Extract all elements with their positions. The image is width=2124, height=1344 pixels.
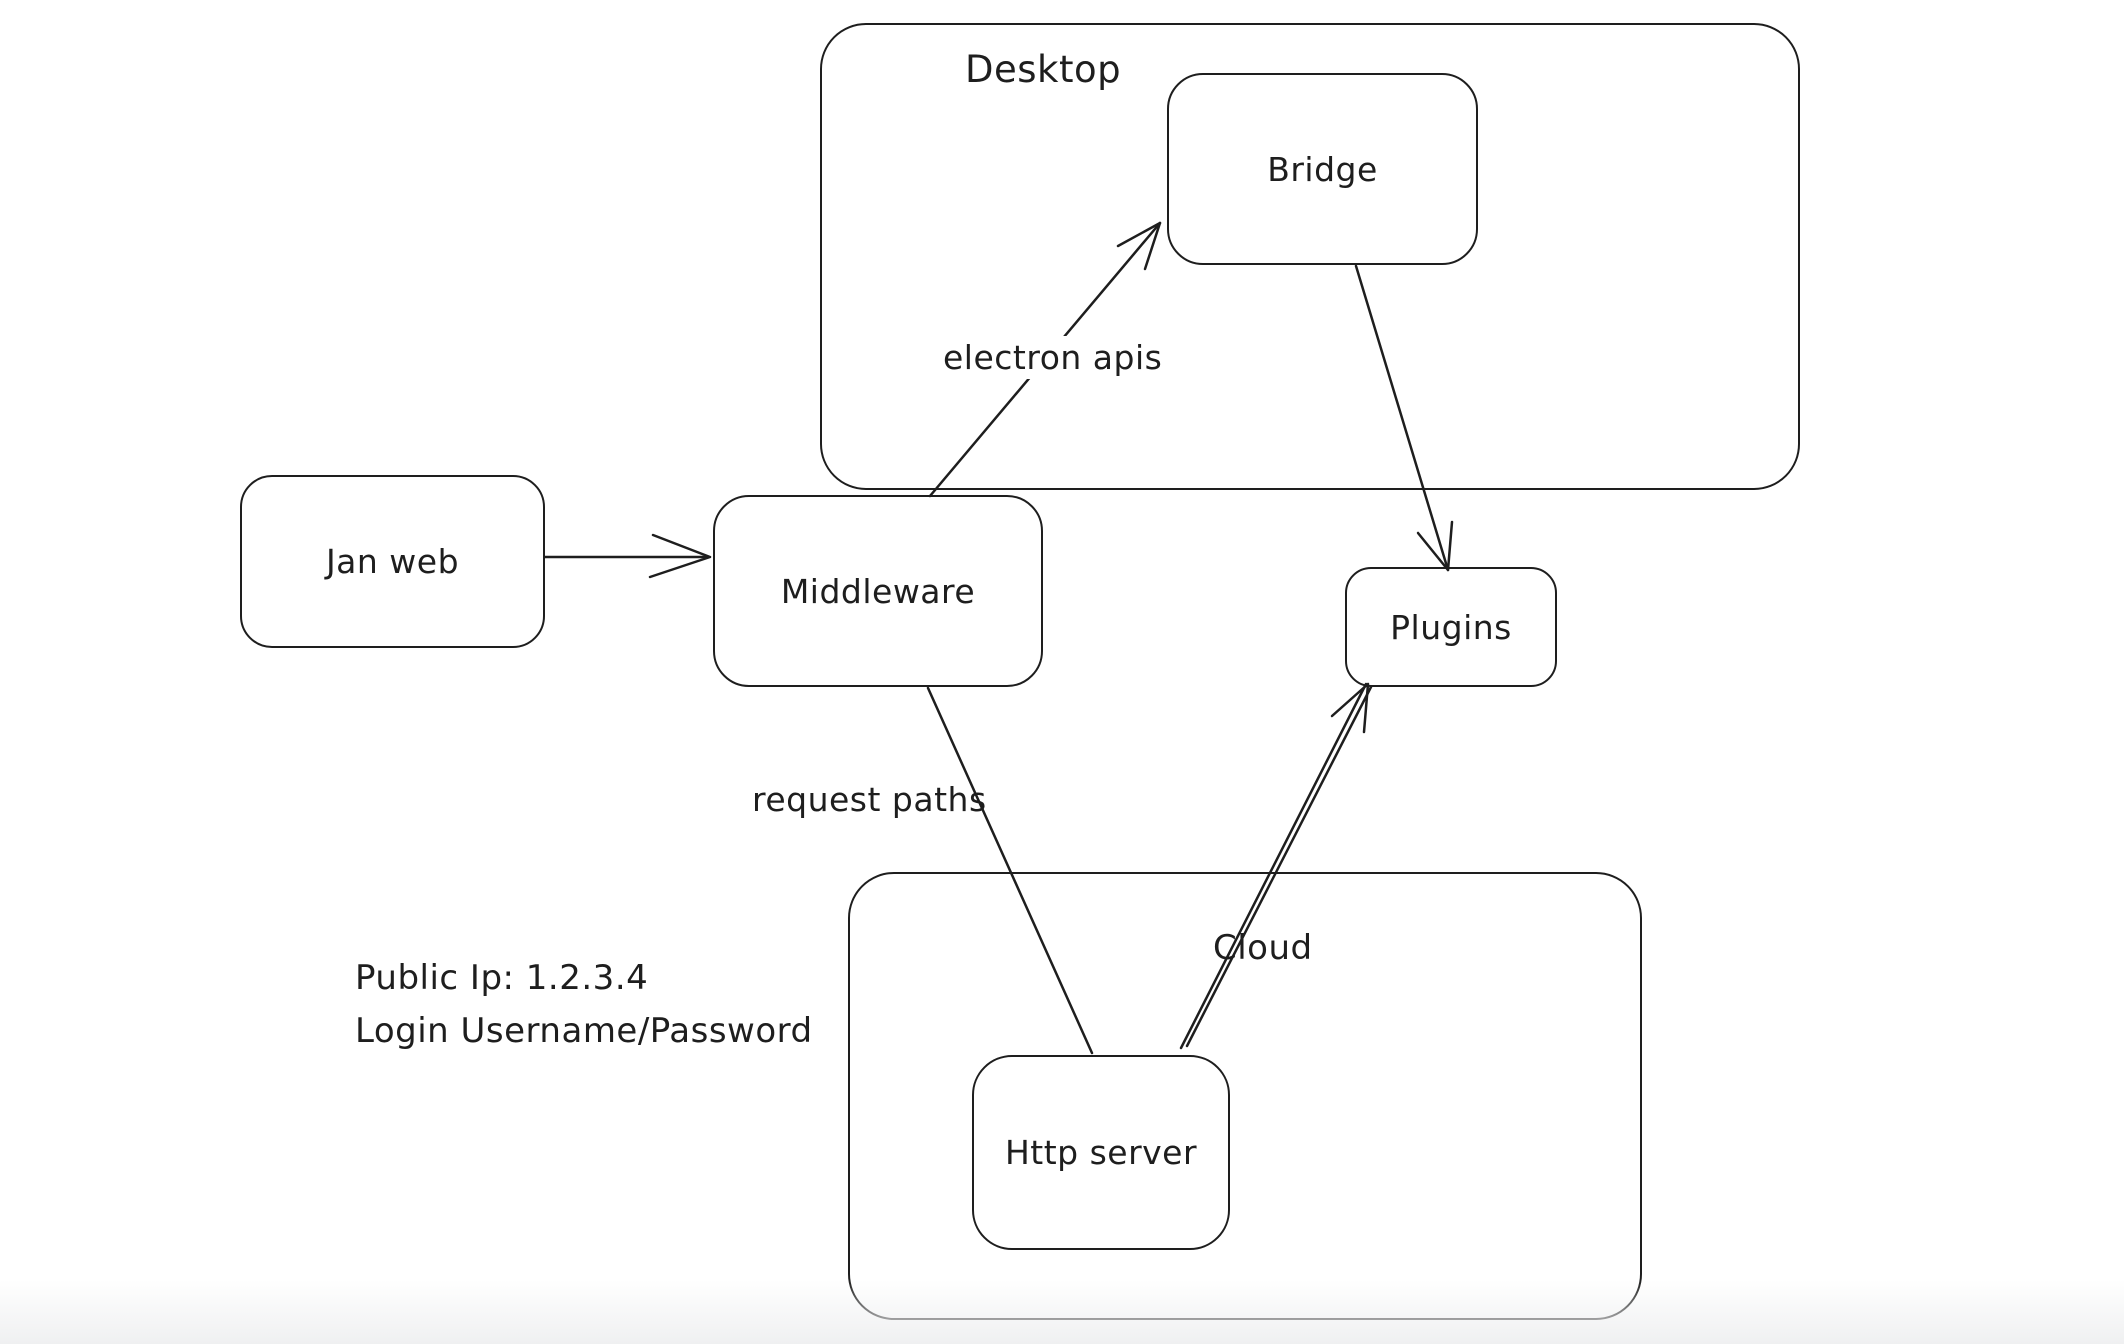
node-http-server-label: Http server	[1004, 1133, 1198, 1172]
desktop-container[interactable]	[820, 23, 1800, 490]
cloud-label: Cloud	[1213, 928, 1313, 968]
node-jan-web-label: Jan web	[325, 542, 460, 581]
node-plugins-label: Plugins	[1390, 607, 1512, 647]
edge-label-request-paths: request paths	[752, 780, 987, 819]
node-plugins[interactable]: Plugins	[1345, 567, 1557, 687]
annotation-public-ip: Public Ip: 1.2.3.4 Login Username/Passwo…	[355, 952, 813, 1058]
edge-middleware-to-http-server[interactable]	[926, 686, 1094, 1055]
annotation-line-2: Login Username/Password	[355, 1011, 813, 1051]
edge-bridge-to-plugins[interactable]	[1354, 264, 1454, 572]
edge-http-server-to-plugins[interactable]	[1179, 682, 1373, 1050]
node-bridge[interactable]: Bridge	[1167, 73, 1478, 265]
node-jan-web[interactable]: Jan web	[240, 475, 545, 648]
edge-jan-web-to-middleware[interactable]	[543, 533, 712, 579]
desktop-label: Desktop	[965, 48, 1122, 91]
edge-label-electron-apis: electron apis	[935, 336, 1171, 379]
node-middleware[interactable]: Middleware	[713, 495, 1043, 687]
node-middleware-label: Middleware	[780, 571, 976, 611]
annotation-line-1: Public Ip: 1.2.3.4	[355, 958, 649, 998]
node-bridge-label: Bridge	[1267, 149, 1378, 189]
node-http-server[interactable]: Http server	[972, 1055, 1230, 1250]
